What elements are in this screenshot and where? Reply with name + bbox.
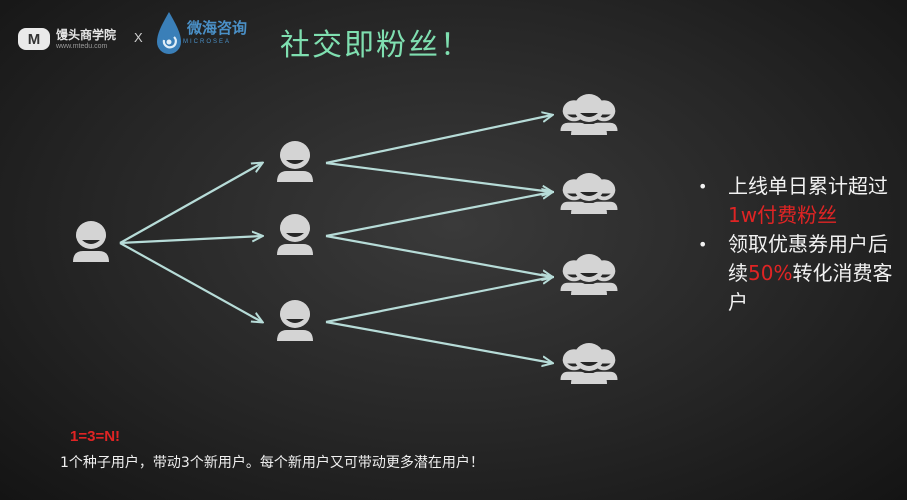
arrow <box>325 320 552 363</box>
results-bullet-list: • 上线单日累计超过 1w付费粉丝 • 领取优惠券用户后续50%转化消费客户 <box>695 172 895 317</box>
logo-right-name: 微海咨询 <box>187 19 248 37</box>
seed-user-icon <box>73 221 109 262</box>
growth-formula: 1=3=N! <box>70 428 121 445</box>
bullet-dot-icon: • <box>698 235 708 254</box>
arrow <box>119 163 262 244</box>
page-title: 社交即粉丝！ <box>280 28 472 63</box>
bullet-text: 上线单日累计超过 <box>728 174 888 198</box>
arrow <box>325 277 552 324</box>
logo-right-sub: MICROSEA <box>183 39 232 45</box>
bullet-item: • 上线单日累计超过 1w付费粉丝 <box>695 172 895 230</box>
bullet-item: • 领取优惠券用户后续50%转化消费客户 <box>695 230 895 317</box>
bullet-text: 领取优惠券用户后续 <box>728 232 888 285</box>
footer-note: 1个种子用户，带动3个新用户。每个新用户又可带动更多潜在用户！ <box>60 455 484 471</box>
arrow <box>325 234 552 277</box>
arrow <box>325 115 552 165</box>
logo-microsea: 微海咨询 MICROSEA <box>155 10 247 56</box>
new-user-icon <box>277 214 313 255</box>
water-drop-icon <box>157 12 181 54</box>
arrow <box>119 236 262 245</box>
user-group-icon <box>560 254 618 295</box>
user-group-icon <box>560 173 618 214</box>
logo-left-name: 馒头商学院 <box>56 27 117 42</box>
arrow <box>325 192 552 238</box>
arrows-level-2 <box>325 115 552 363</box>
arrow <box>119 242 262 322</box>
logo-mantou: M 馒头商学院 www.mtedu.com <box>18 28 116 50</box>
bullet-text: 转化消费客户 <box>728 261 893 314</box>
logo-separator: X <box>134 30 143 45</box>
arrow <box>325 161 552 192</box>
user-group-icon <box>560 94 618 135</box>
new-user-icon <box>277 300 313 341</box>
logo-left-url: www.mtedu.com <box>56 42 108 50</box>
arrows-level-1 <box>119 163 262 322</box>
new-user-icon <box>277 141 313 182</box>
bullet-highlight: 50% <box>748 261 793 285</box>
bullet-dot-icon: • <box>698 177 708 196</box>
mantou-m-icon: M <box>18 28 50 50</box>
bullet-highlight: 1w付费粉丝 <box>728 203 838 227</box>
user-group-icon <box>560 343 618 384</box>
